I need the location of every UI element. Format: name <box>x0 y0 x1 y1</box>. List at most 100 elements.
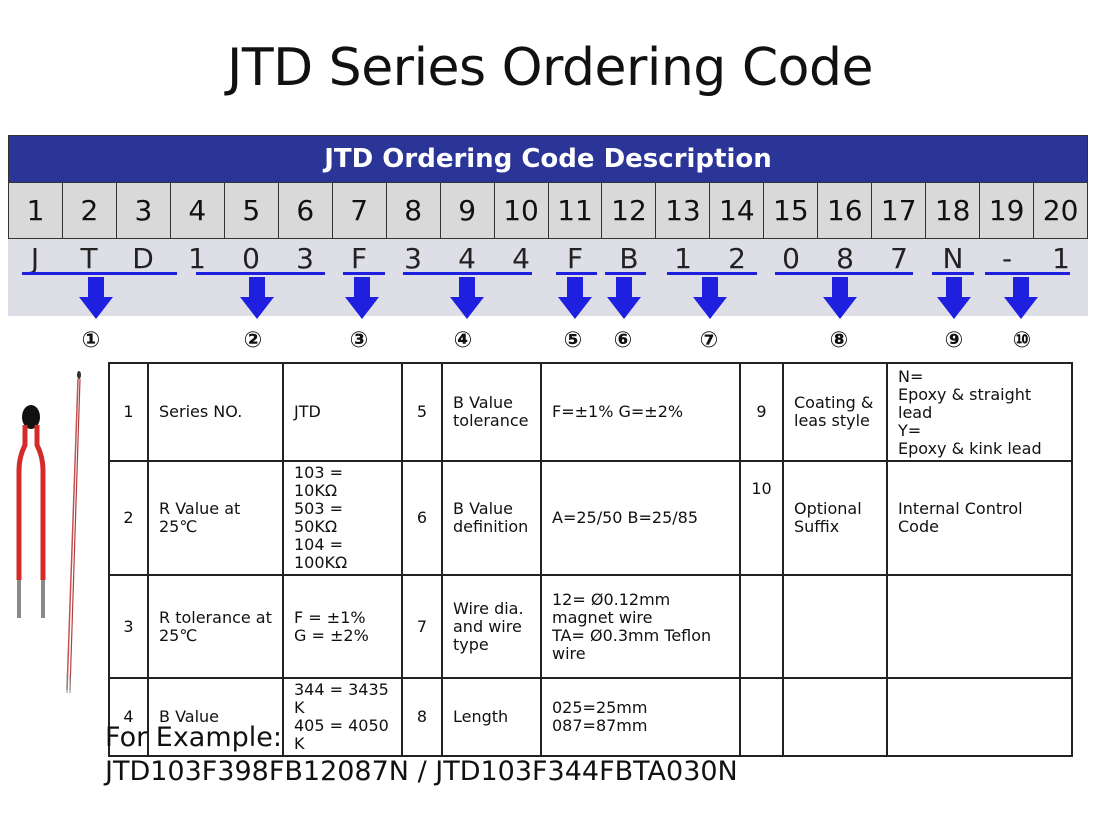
group-underline <box>196 272 325 275</box>
field-name: B Value <box>147 677 284 757</box>
code-group-number <box>739 574 784 679</box>
code-character: B <box>619 242 639 275</box>
position-cell: 12 <box>602 183 657 239</box>
wire-thermistor-icon <box>66 371 81 693</box>
value-line: Epoxy & straight lead <box>898 385 1032 422</box>
group-marker-number: ⑥ <box>613 328 633 353</box>
down-arrow-icon <box>693 277 727 319</box>
code-character: N <box>942 242 964 275</box>
down-arrow-icon <box>937 277 971 319</box>
code-group-number: 1 <box>108 362 149 462</box>
code-character: 7 <box>890 242 908 275</box>
group-underline <box>985 272 1070 275</box>
position-cell: 9 <box>440 183 495 239</box>
position-cell: 15 <box>764 183 819 239</box>
code-character: F <box>350 242 368 275</box>
code-group-number: 4 <box>108 677 149 757</box>
position-cell: 11 <box>548 183 603 239</box>
position-cell: 14 <box>710 183 765 239</box>
group-underline <box>667 272 757 275</box>
down-arrow-icon <box>823 277 857 319</box>
down-arrow-icon <box>345 277 379 319</box>
code-character: 0 <box>242 242 260 275</box>
code-character: 0 <box>782 242 800 275</box>
code-character: - <box>1001 242 1013 275</box>
code-group-number: 6 <box>401 460 443 576</box>
group-underline <box>403 272 532 275</box>
field-name: Series NO. <box>147 362 284 462</box>
field-values <box>886 677 1073 757</box>
value-line: Epoxy & kink lead <box>898 439 1042 458</box>
field-values: JTD <box>282 362 403 462</box>
field-values: Internal Control Code <box>886 460 1073 576</box>
position-cell: 7 <box>332 183 387 239</box>
code-character: 1 <box>188 242 206 275</box>
position-cell: 3 <box>116 183 171 239</box>
down-arrow-icon <box>240 277 274 319</box>
group-marker-number: ① <box>81 328 101 353</box>
field-name: R tolerance at 25℃ <box>147 574 284 679</box>
down-arrow-icon <box>79 277 113 319</box>
page-title: JTD Series Ordering Code <box>227 38 873 98</box>
value-line: 12= Ø0.12mm magnet wire <box>552 589 671 627</box>
field-name: R Value at 25℃ <box>147 460 284 576</box>
group-marker-number: ⑧ <box>829 328 849 353</box>
group-underline <box>605 272 646 275</box>
down-arrow-icon <box>450 277 484 319</box>
position-cell: 1 <box>9 183 63 239</box>
code-group-number: 7 <box>401 574 443 679</box>
epoxy-thermistor-icon <box>16 405 46 618</box>
value-line: G = ±2% <box>294 625 369 645</box>
code-character: 3 <box>296 242 314 275</box>
value-line: 344 = 3435 K <box>294 680 389 717</box>
thermistor-illustration <box>16 371 81 693</box>
group-marker-number: ⑦ <box>699 328 719 353</box>
code-group-number: 2 <box>108 460 149 576</box>
code-group-number: 10 <box>739 460 784 576</box>
code-character: T <box>80 242 98 275</box>
down-arrow-icon <box>607 277 641 319</box>
value-line: 503 = 50KΩ <box>294 499 344 536</box>
code-character: 4 <box>458 242 476 275</box>
value-line: 104 = 100KΩ <box>294 535 348 572</box>
position-cell: 13 <box>656 183 711 239</box>
field-name: B Value tolerance <box>441 362 542 462</box>
field-values: F = ±1%G = ±2% <box>282 574 403 679</box>
position-cell: 19 <box>980 183 1035 239</box>
down-arrow-icon <box>558 277 592 319</box>
field-name: Length <box>441 677 542 757</box>
example-codes: JTD103F398FB12087N / JTD103F344FBTA030N <box>105 756 738 787</box>
value-line: A=25/50 B=25/85 <box>552 508 699 527</box>
value-line: TA= Ø0.3mm Teflon wire <box>552 625 712 663</box>
value-line: JTD <box>294 402 321 421</box>
value-line: Internal Control Code <box>898 499 1023 536</box>
value-line: F=±1% G=±2% <box>552 402 684 421</box>
value-line: N= <box>898 367 924 386</box>
code-character: 1 <box>1052 242 1070 275</box>
code-character: 3 <box>404 242 422 275</box>
position-cell: 16 <box>818 183 873 239</box>
value-line: 025=25mm <box>552 698 648 717</box>
position-cell: 20 <box>1034 183 1089 239</box>
group-underline <box>775 272 913 275</box>
field-name: Wire dia. and wire type <box>441 574 542 679</box>
field-name: Optional Suffix <box>782 460 888 576</box>
value-line: 103 = 10KΩ <box>294 463 344 500</box>
group-underline <box>22 272 177 275</box>
position-cell: 10 <box>494 183 549 239</box>
code-character: J <box>30 242 40 275</box>
value-line: F = ±1% <box>294 607 366 627</box>
value-line: Y= <box>898 421 922 440</box>
code-character: 2 <box>728 242 746 275</box>
field-values <box>886 574 1073 679</box>
